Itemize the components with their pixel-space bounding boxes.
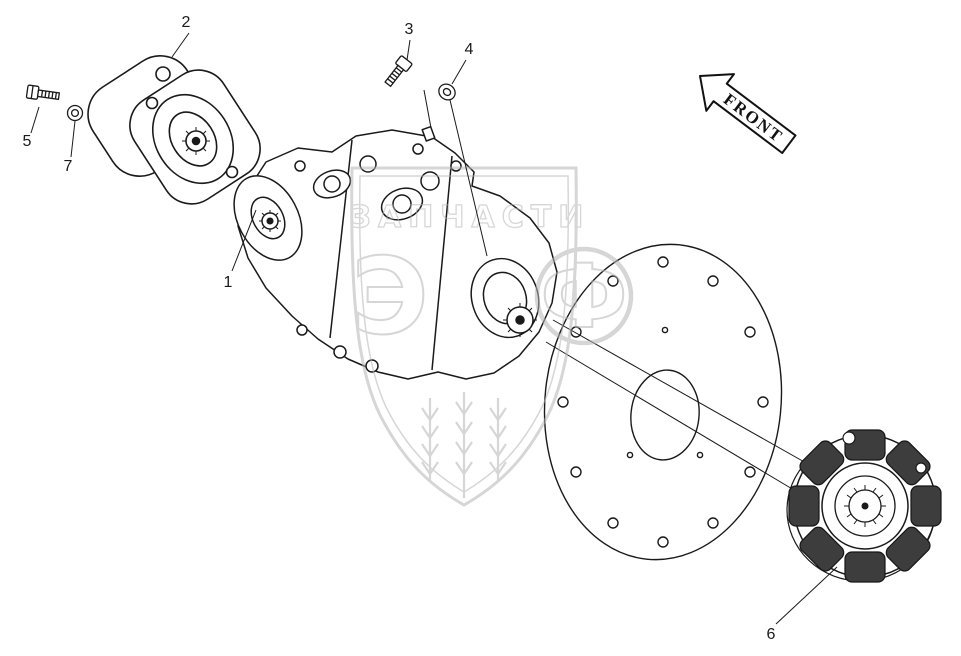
watermark-wheat <box>421 392 507 498</box>
watermark-shield-outer <box>350 166 578 507</box>
front-arrow-label: FRONT <box>720 90 787 147</box>
callout-6: 6 <box>767 626 776 643</box>
callout-2-leader <box>171 32 190 58</box>
coupling-lobes <box>788 429 942 583</box>
watermark-word: ЗАПЧАСТИ <box>350 200 591 235</box>
shaft-alignment-lines <box>545 319 816 494</box>
watermark-logo: ЗАПЧАСТИ Э Ф <box>349 166 634 507</box>
flywheel-bolt-holes <box>557 256 769 548</box>
callout-2: 2 <box>182 14 191 31</box>
callout-7-leader <box>70 120 76 158</box>
bolt-3 <box>384 55 413 88</box>
gear-pump <box>87 55 261 205</box>
callout-4: 4 <box>465 41 474 58</box>
callout-3-leader <box>406 39 411 61</box>
callout-4-leader <box>451 59 467 85</box>
callout-leader-lines <box>30 32 838 625</box>
callout-7: 7 <box>64 158 73 175</box>
front-arrow: FRONT <box>699 73 797 154</box>
bolt-5 <box>25 84 61 101</box>
washer-4 <box>438 83 456 101</box>
callout-4-long-leader <box>449 99 488 257</box>
main-pump-assembly <box>233 125 558 380</box>
watermark-letter-f: Ф <box>540 245 627 348</box>
front-arrow-shape <box>699 73 797 154</box>
callouts: 1 2 3 4 5 6 7 <box>23 14 838 643</box>
callout-1: 1 <box>224 274 233 291</box>
callout-3: 3 <box>405 21 414 38</box>
callout-6-leader <box>775 566 838 625</box>
callout-5-leader <box>30 106 40 134</box>
callout-5: 5 <box>23 133 32 150</box>
callout-3-long-leader <box>423 89 432 129</box>
watermark-letter-e: Э <box>351 236 428 358</box>
watermark-circle <box>534 246 634 346</box>
callout-1-leader <box>231 209 257 272</box>
coupling <box>786 429 942 583</box>
washer-7 <box>66 104 84 122</box>
